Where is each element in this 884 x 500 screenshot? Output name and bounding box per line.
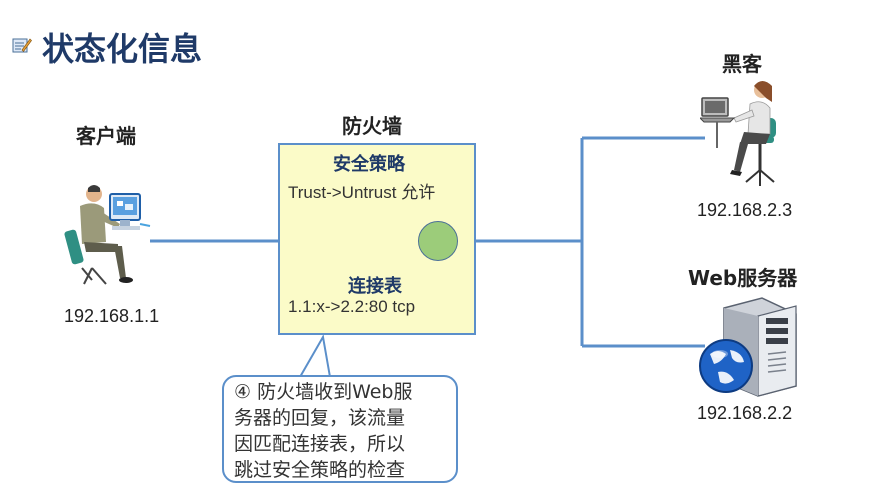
callout-pointer (298, 334, 332, 378)
callout-line: 务器的回复，该流量 (234, 407, 406, 429)
callout-line: 因匹配连接表，所以 (234, 433, 406, 455)
hacker-ip: 192.168.2.3 (697, 200, 793, 220)
connection-table-entry: 1.1:x->2.2:80 tcp (288, 297, 416, 316)
firewall-label: 防火墙 (342, 114, 402, 138)
client-ip: 192.168.1.1 (64, 306, 160, 326)
callout-line: 跳过安全策略的检查 (234, 459, 406, 481)
page-title: 状态化信息 (42, 30, 203, 68)
client-label: 客户端 (76, 124, 136, 148)
client-person-computer-icon (64, 185, 151, 285)
callout-line: ④ 防火墙收到Web服 (234, 381, 413, 403)
hacker-label: 黑客 (722, 52, 762, 76)
server-ip: 192.168.2.2 (697, 403, 793, 423)
session-state-indicator (418, 221, 458, 261)
web-server-icon (699, 297, 797, 397)
firewall-box: 安全策略 Trust->Untrust 允许 连接表 1.1:x->2.2:80… (278, 143, 476, 335)
note-icon (12, 38, 32, 53)
connection-table-heading: 连接表 (348, 276, 402, 297)
server-label: Web服务器 (688, 266, 798, 290)
security-policy-rule: Trust->Untrust 允许 (288, 183, 436, 202)
hacker-person-laptop-icon (700, 81, 776, 186)
security-policy-heading: 安全策略 (333, 154, 405, 175)
callout-note: ④ 防火墙收到Web服 务器的回复，该流量 因匹配连接表，所以 跳过安全策略的检… (222, 375, 458, 483)
